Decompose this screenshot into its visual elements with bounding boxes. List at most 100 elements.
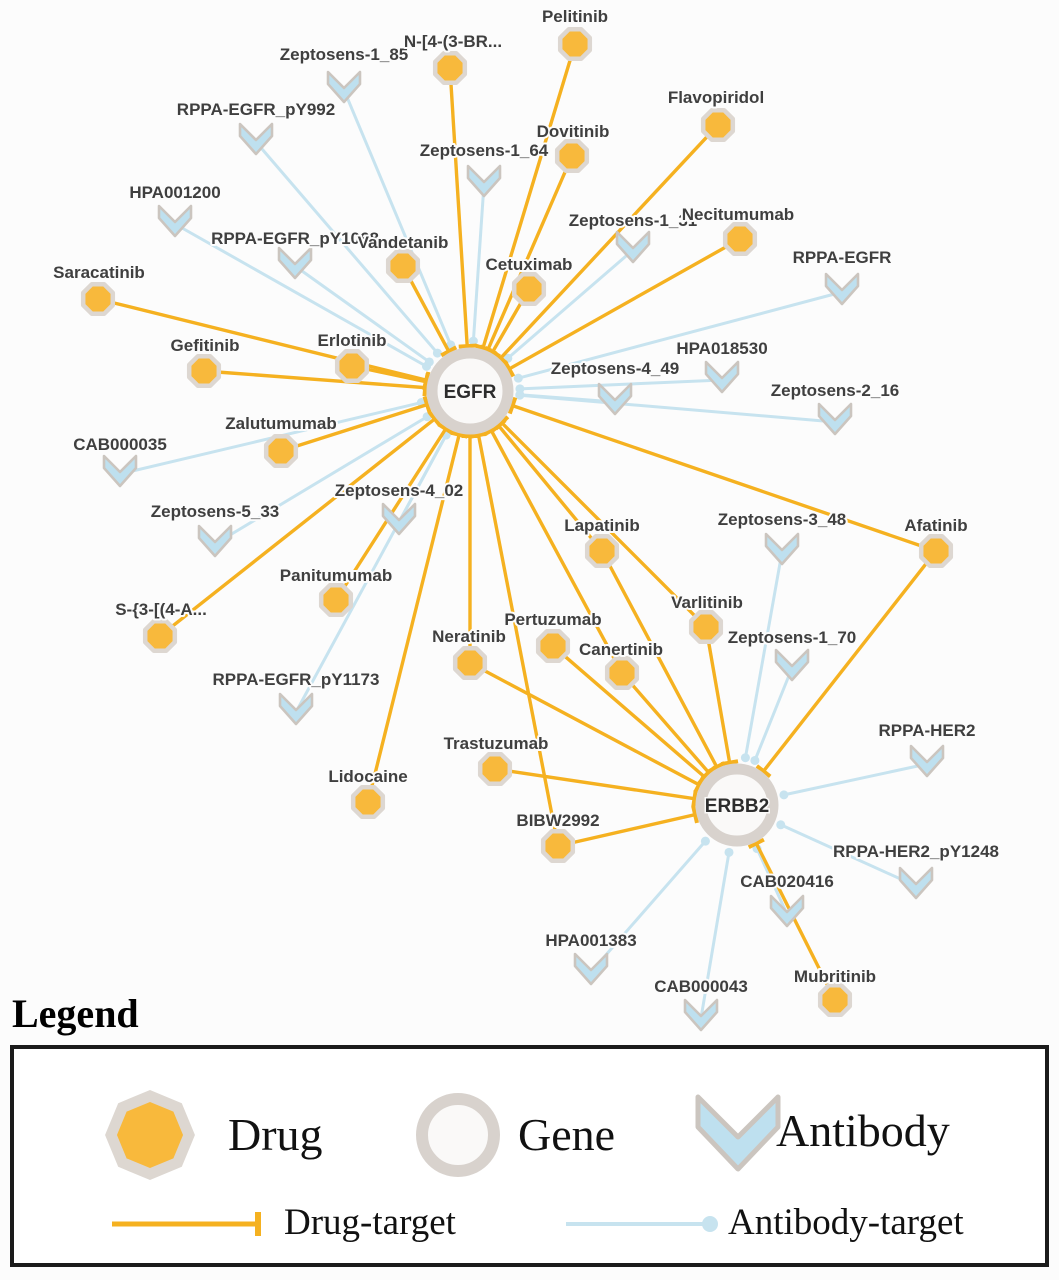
antibody-target-edge-rppa-egfr-py1068 [294,264,434,367]
legend-drug-target-label: Drug-target [284,1202,456,1243]
drug-label-gefitinib: Gefitinib [171,336,240,355]
drug-node-saracatinib [80,281,116,317]
drug-label-neratinib: Neratinib [432,627,506,646]
antibody-node-cab000043 [683,998,719,1032]
legend-drug-icon [105,1090,195,1180]
drug-label-mubritinib: Mubritinib [794,967,876,986]
drug-label-trastuzumab: Trastuzumab [444,734,549,753]
antibody-node-zeptosens-2-16 [817,402,853,436]
antibody-node-cab000035 [102,454,138,488]
antibody-target-edge-hpa018530 [515,378,723,394]
drug-label-erlotinib: Erlotinib [318,331,387,350]
drug-label-pertuzumab: Pertuzumab [504,610,601,629]
antibody-target-edge-zeptosens-1-64 [468,183,486,346]
drug-node-bibw2992 [540,828,576,864]
drug-label-cetuximab: Cetuximab [486,255,573,274]
antibody-label-rppa-egfr: RPPA-EGFR [793,248,892,267]
drug-node-afatinib [918,533,954,569]
antibody-node-zeptosens-1-85 [326,70,362,104]
drug-node-canertinib [604,655,640,691]
drug-target-edge-bibw2992-egfr [469,431,557,832]
drug-label-necitumumab: Necitumumab [682,205,794,224]
drug-node-neratinib [452,645,488,681]
drug-node-n-4-3-br [432,50,468,86]
antibody-target-edge-cab000043 [699,847,734,1019]
antibody-node-hpa001383 [573,952,609,986]
antibody-node-zeptosens-1-31 [615,230,651,264]
drug-label-afatinib: Afatinib [904,516,967,535]
antibody-target-edge-rppa-egfr-py992 [254,141,442,358]
drug-target-edge-flavopiridol-egfr [493,134,710,366]
antibody-label-rppa-her2-py1248: RPPA-HER2_pY1248 [833,842,999,861]
drug-label-varlitinib: Varlitinib [671,593,743,612]
drug-node-lapatinib [584,533,620,569]
antibody-label-hpa001383: HPA001383 [545,931,636,950]
gene-node-egfr [426,347,514,435]
drug-target-edge-afatinib-erbb2 [755,561,929,778]
antibody-target-edge-rppa-her2 [779,762,928,800]
drug-target-edge-pelitinib-egfr [474,57,573,353]
legend-gene-label: Gene [518,1109,616,1160]
antibody-label-cab000043: CAB000043 [654,977,748,996]
antibody-node-rppa-egfr-py992 [238,122,274,156]
antibody-label-rppa-her2: RPPA-HER2 [879,721,976,740]
drug-node-cetuximab [511,271,547,307]
drug-label-lapatinib: Lapatinib [564,516,640,535]
antibody-node-zeptosens-5-33 [197,524,233,558]
drug-target-edge-cetuximab-egfr [484,301,523,359]
antibody-node-zeptosens-4-02 [381,502,417,536]
legend-antibody-label: Antibody [776,1105,950,1156]
antibody-label-zeptosens-5-33: Zeptosens-5_33 [151,502,280,521]
drug-target-edge-neratinib-erbb2 [482,668,705,794]
drug-node-lidocaine [350,784,386,820]
drug-node-gefitinib [186,353,222,389]
drug-target-edge-canertinib-erbb2 [630,683,717,780]
drug-label-zalutumumab: Zalutumumab [225,414,336,433]
drug-node-mubritinib [817,982,853,1018]
drug-node-pertuzumab [535,628,571,664]
antibody-node-rppa-egfr-py1173 [278,692,314,726]
antibody-label-rppa-egfr-py1173: RPPA-EGFR_pY1173 [213,670,380,689]
antibody-label-rppa-egfr-py992: RPPA-EGFR_pY992 [177,100,335,119]
drug-node-flavopiridol [700,107,736,143]
drug-target-edge-afatinib-egfr [507,396,923,548]
legend-drug-target-line [112,1212,261,1236]
antibody-label-hpa001200: HPA001200 [129,183,220,202]
antibody-label-zeptosens-4-02: Zeptosens-4_02 [335,481,464,500]
drug-target-edge-trastuzumab-erbb2 [509,769,698,808]
drug-label-n-4-3-br: N-[4-(3-BR... [404,32,502,51]
antibody-label-zeptosens-1-85: Zeptosens-1_85 [280,45,409,64]
antibody-node-zeptosens-4-49 [597,382,633,416]
antibody-target-edge-zeptosens-2-16 [515,390,836,424]
antibody-node-rppa-egfr [824,272,860,306]
antibody-label-rppa-egfr-py1068: RPPA-EGFR_pY1068 [211,229,379,248]
drug-target-edge-necitumumab-egfr [503,244,728,378]
drug-target-edge-varlitinib-erbb2 [706,641,739,767]
drug-label-vandetanib: Vandetanib [358,233,449,252]
legend-title: Legend [12,991,139,1036]
drug-target-edge-n-4-3-br-egfr [449,82,476,349]
drug-target-edge-erlotinib-egfr [366,367,430,391]
antibody-target-edge-rppa-egfr [513,290,843,383]
drug-label-pelitinib: Pelitinib [542,7,608,26]
gene-label-erbb2: ERBB2 [705,796,769,817]
antibody-node-zeptosens-1-70 [774,648,810,682]
drug-label-saracatinib: Saracatinib [53,263,145,282]
legend-gene-icon [416,1093,500,1177]
drug-node-zalutumumab [263,433,299,469]
antibody-target-edge-zeptosens-3-48 [740,551,784,763]
drug-target-edge-panitumumab-egfr [342,422,454,589]
drug-target-edge-bibw2992-erbb2 [572,805,699,845]
legend-antibody-target-line [566,1216,718,1232]
gene-node-erbb2 [695,763,779,847]
antibody-label-cab000035: CAB000035 [73,435,167,454]
drug-label-dovitinib: Dovitinib [537,122,610,141]
drug-target-edge-zalutumumab-egfr [294,395,432,449]
drug-target-edge-lidocaine-egfr [369,430,468,788]
legend-box: Drug Gene Antibody Drug-target Antibody-… [10,1045,1049,1267]
drug-node-panitumumab [318,582,354,618]
drug-node-trastuzumab [477,751,513,787]
label-layer: Zeptosens-1_85RPPA-EGFR_pY992HPA001200RP… [51,5,1001,998]
antibody-target-edge-rppa-her2-py1248 [776,820,917,888]
